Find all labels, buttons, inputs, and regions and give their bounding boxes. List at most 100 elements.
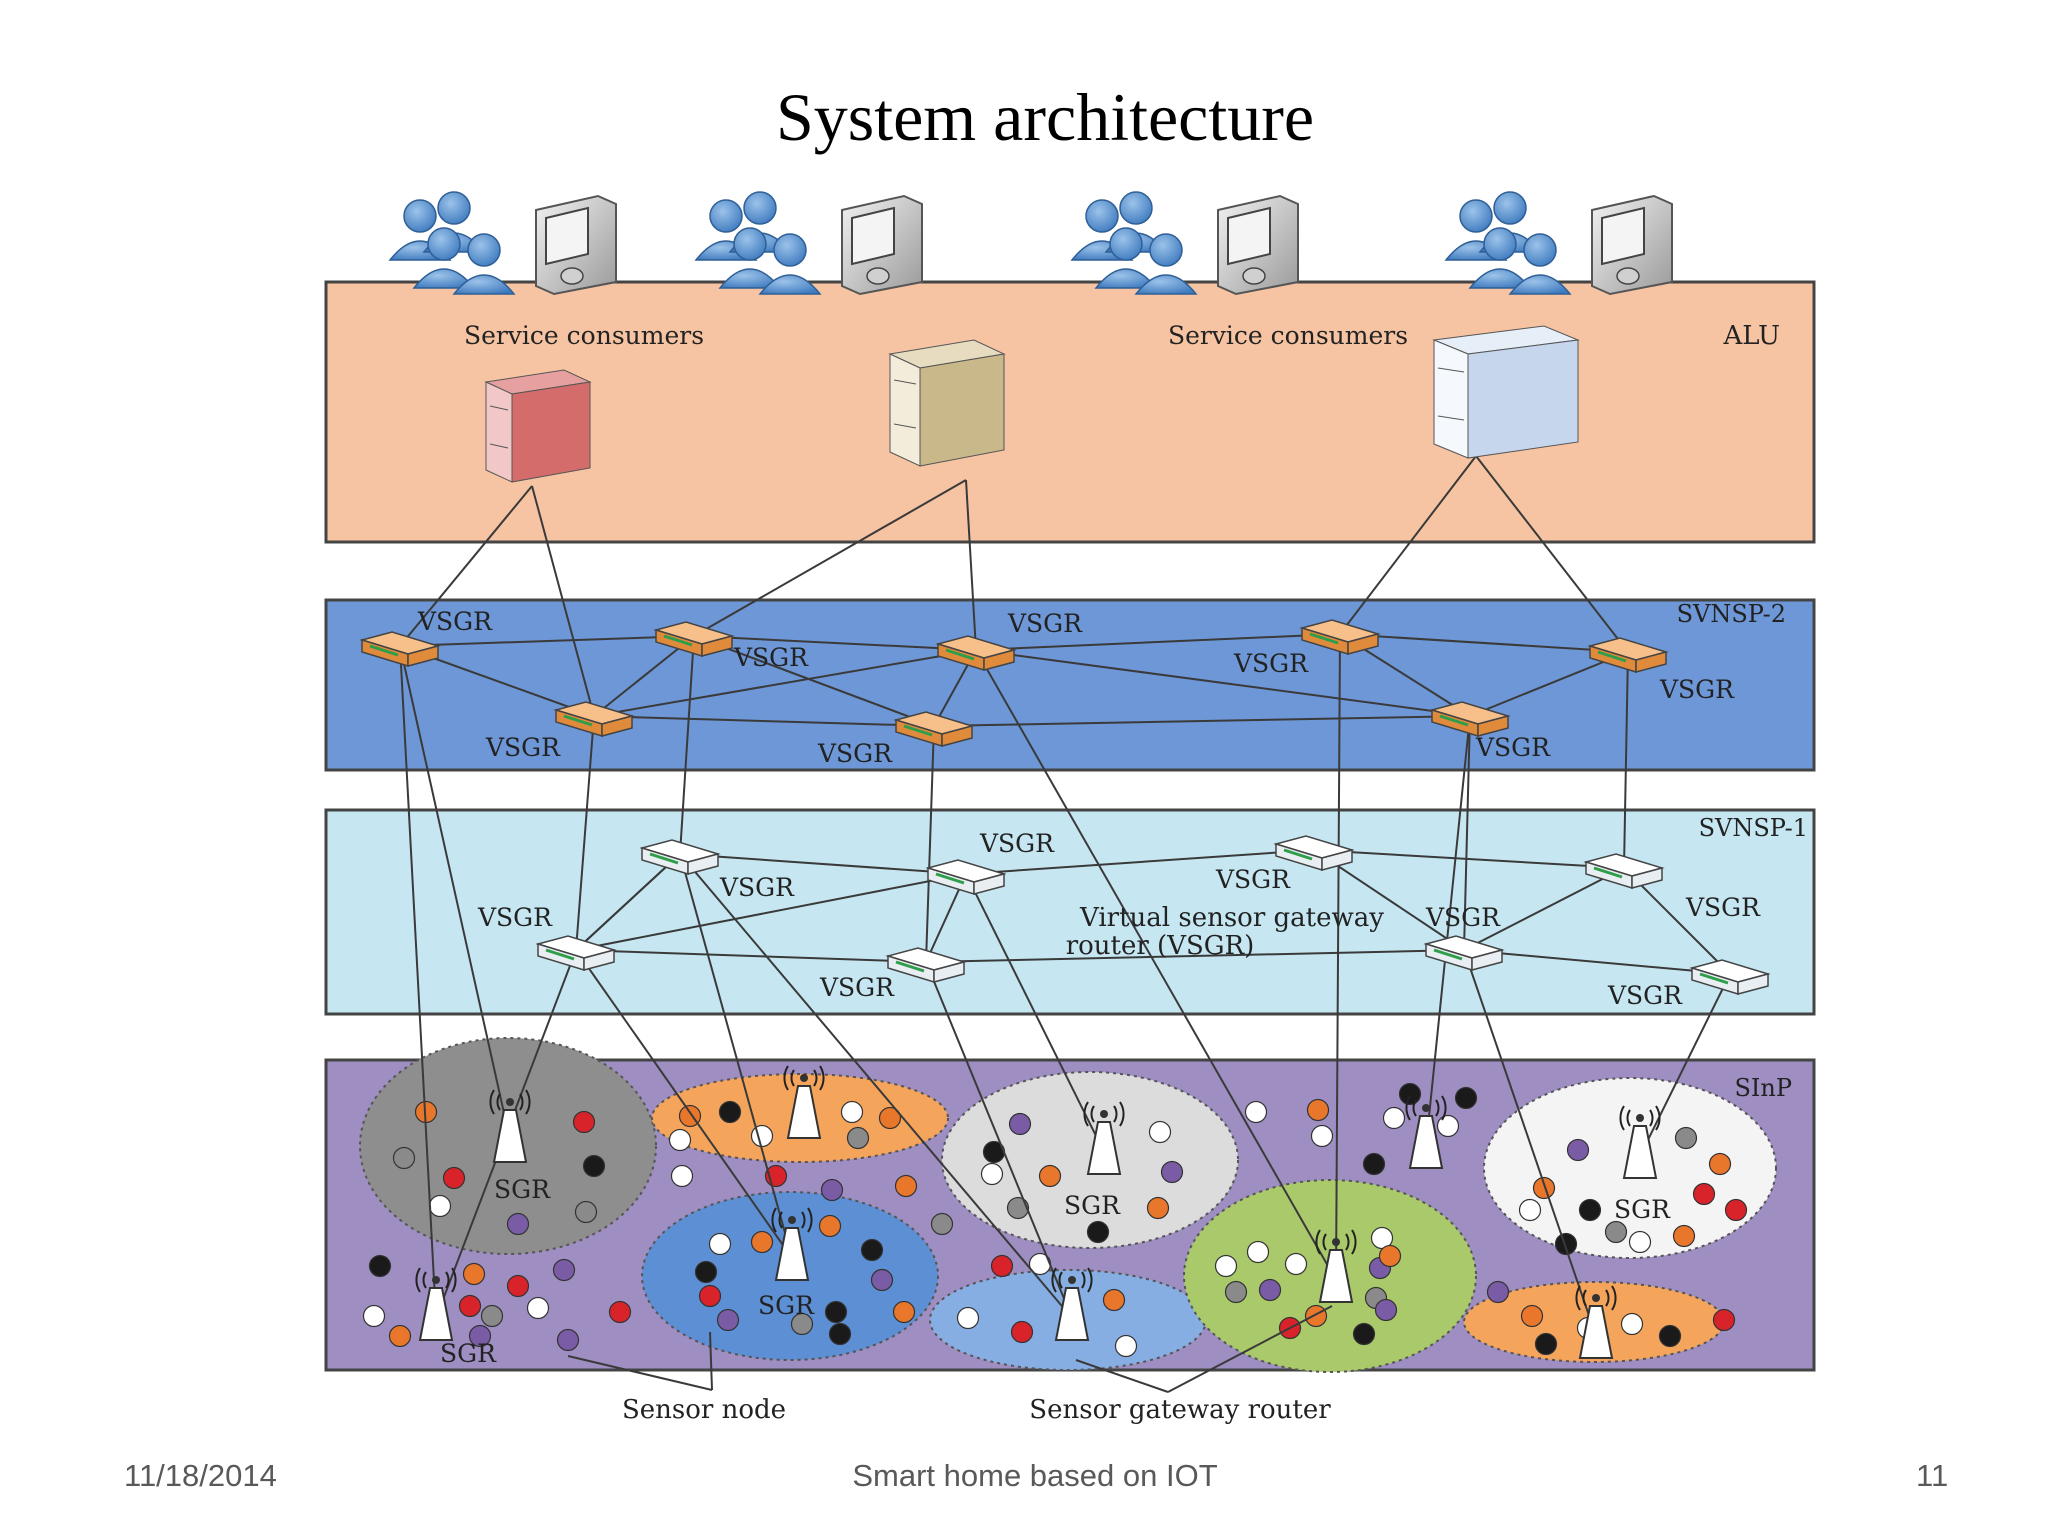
sensor-node-icon [1224,1280,1248,1304]
network-link [593,715,935,727]
sensor-node-icon [1674,1126,1698,1150]
page-number: 11 [1916,1458,1949,1493]
router-indicator [563,714,593,727]
antenna-body [786,1085,822,1139]
network-link [1463,715,1471,951]
sensor-node-icon [956,1306,980,1330]
vsgr-label: VSGR [485,733,561,762]
sgr-label: SGR [1064,1191,1121,1220]
network-link [1313,849,1625,869]
callout-line [1167,1305,1333,1393]
sensor-node-icon [1374,1298,1398,1322]
service-consumer-group [388,191,617,296]
antenna-wave [496,1093,524,1111]
vsgr-label: VSGR [1425,903,1501,932]
vsgr-label: VSGR [477,903,553,932]
sensor-node-icon [1382,1106,1406,1130]
network-link [1463,867,1625,951]
antenna-tip [432,1276,440,1284]
antenna-tower-icon [1575,1285,1617,1359]
router-indicator [545,948,575,961]
sensor-node-icon [1628,1230,1652,1254]
antenna-wave [1405,1095,1447,1121]
sensor-node-icon [392,1146,416,1170]
router-icon [553,701,635,738]
router-icon [925,859,1007,896]
antenna-tower-icon [783,1065,825,1139]
router-indicator [1593,866,1623,879]
pda-button [866,267,890,285]
sensor-node-icon [694,1260,718,1284]
antenna-tower-icon [1083,1101,1125,1175]
user-group-icon [1444,191,1572,295]
sensor-node-icon [878,1106,902,1130]
sensor-node-icon [1010,1320,1034,1344]
callout-line [1075,1359,1169,1393]
network-link [925,949,1465,963]
antenna-wave [783,1065,825,1091]
sensor-node-icon [468,1324,492,1348]
callout-line [709,1331,713,1391]
sensor-node-icon [1486,1280,1510,1304]
sensor-node-icon [1398,1082,1422,1106]
pda-device-icon [1591,194,1673,296]
sensor-node-icon [1214,1254,1238,1278]
sensor-node-icon [1578,1198,1602,1222]
pda-screen [851,206,895,266]
sensor-node-icon [388,1324,412,1348]
antenna-tip [1100,1110,1108,1118]
antenna-wave [1051,1267,1093,1293]
network-link [531,485,595,717]
svnsp-1-panel [324,808,1816,1016]
antenna-wave [1582,1289,1610,1307]
router-icon [935,635,1017,672]
sensor-node-icon [708,1232,732,1256]
network-link [575,715,595,951]
antenna-wave [1090,1105,1118,1123]
vsgr-label: VSGR [1685,893,1761,922]
svnsp-2-panel [324,598,1816,772]
vsgr-label: VSGR [1233,649,1309,678]
vsgr-label: VSGR [733,643,809,672]
network-link [575,949,927,963]
router-icon [535,935,617,972]
sensor-node-icon [552,1258,576,1282]
network-link [693,635,935,727]
sensor-node-icon [750,1230,774,1254]
sensor-node-icon [846,1126,870,1150]
sensor-node-icon [480,1304,504,1328]
router-side [1635,651,1667,673]
network-link [679,853,1073,1319]
router-side [701,635,733,657]
person-body [1134,274,1198,295]
sensor-node-icon [1518,1198,1542,1222]
antenna-tip [1332,1238,1340,1246]
sgr-label: SGR [494,1175,551,1204]
sensor-node-icon [428,1194,452,1218]
router-indicator [369,644,399,657]
sensor-nodes [362,1082,1748,1358]
pda-screen [1227,206,1271,266]
network-link [965,873,1105,1153]
sensor-node-icon [1454,1086,1478,1110]
sensor-node-icon [526,1296,550,1320]
router-side [583,949,615,971]
antenna-wave [1315,1229,1357,1255]
antenna-wave [415,1267,457,1293]
network-link [679,853,967,875]
sensor-node-icon [572,1110,596,1134]
router-indicator [935,872,965,885]
network-link [975,649,1337,1281]
service-consumer-group [1070,191,1299,296]
person-head [1483,227,1517,261]
router-indicator [663,634,693,647]
person-head [1119,191,1153,225]
antenna-body [1054,1287,1090,1341]
antenna-tower-icon [1051,1267,1093,1341]
antenna-tower-icon [1405,1095,1447,1169]
router-side [933,961,965,983]
sensor-node-icon [1566,1138,1590,1162]
sensor-node-icon [1554,1232,1578,1256]
antenna-tower-icon [489,1089,531,1163]
network-link [679,853,793,1259]
